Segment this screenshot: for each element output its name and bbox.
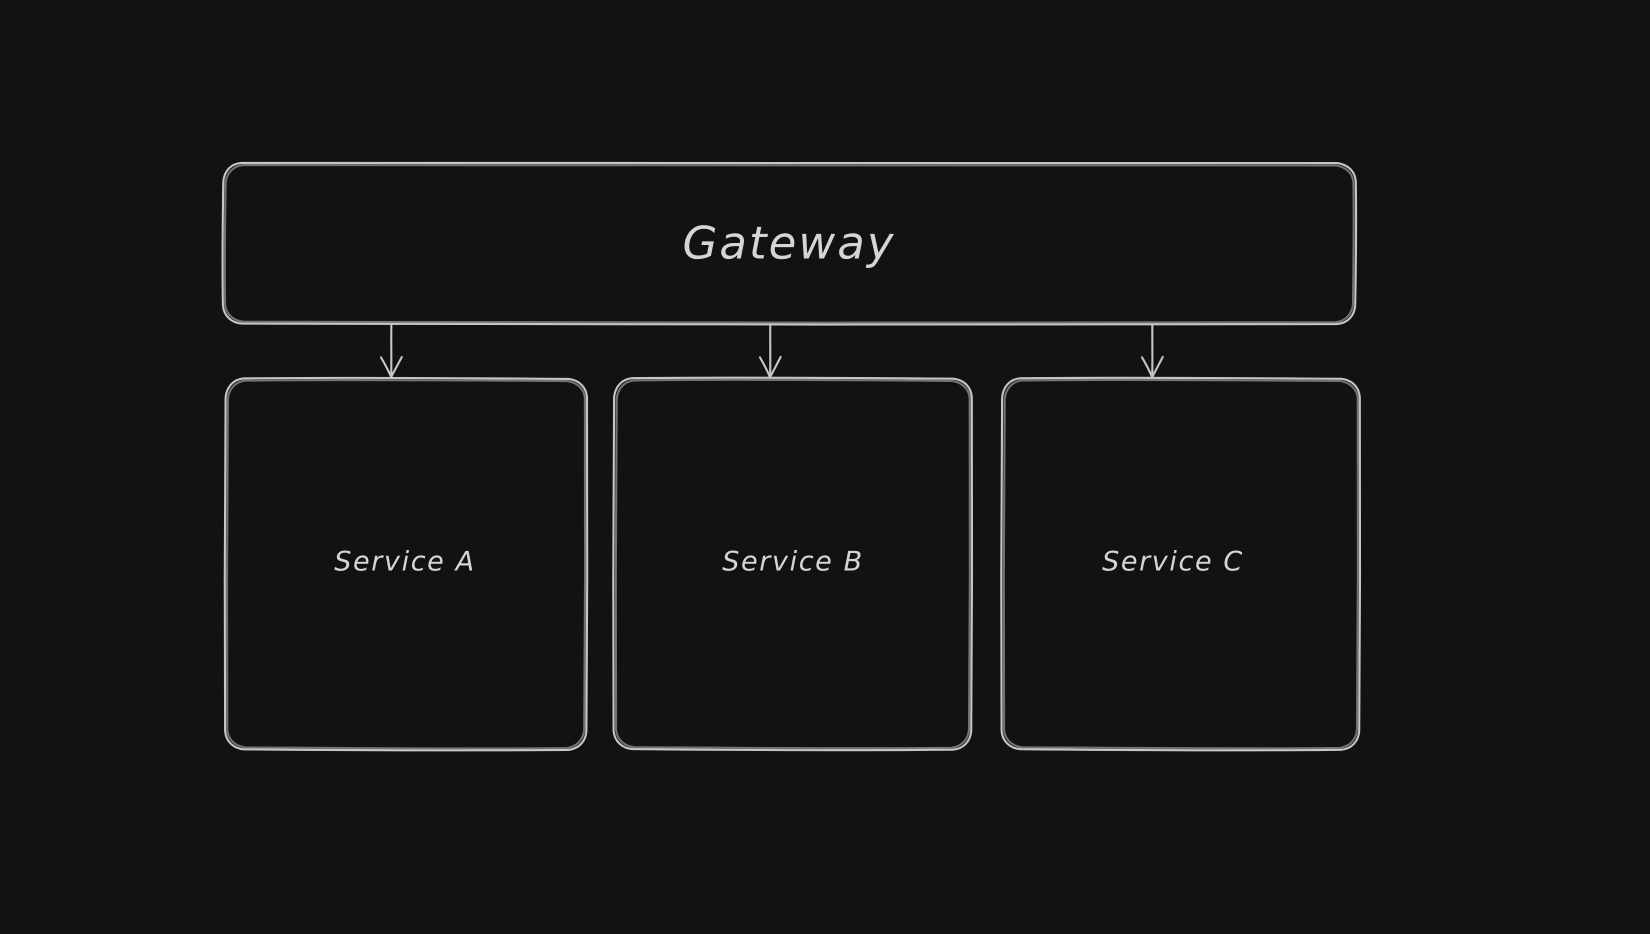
service-b-node-shape[interactable] (612, 376, 974, 752)
edge-gateway-service-a[interactable] (379, 323, 403, 379)
service-c-node-label: Service C (1102, 546, 1244, 578)
service-a-node-shape[interactable] (223, 376, 589, 752)
edge-gateway-service-c[interactable] (1140, 323, 1164, 379)
service-b-node-label: Service B (722, 546, 864, 578)
gateway-node-shape[interactable] (221, 161, 1358, 326)
edge-gateway-service-b[interactable] (758, 323, 782, 379)
service-c-node-shape[interactable] (1000, 376, 1362, 752)
service-a-node-label: Service A (334, 546, 476, 578)
gateway-node-label: Gateway (682, 216, 896, 270)
